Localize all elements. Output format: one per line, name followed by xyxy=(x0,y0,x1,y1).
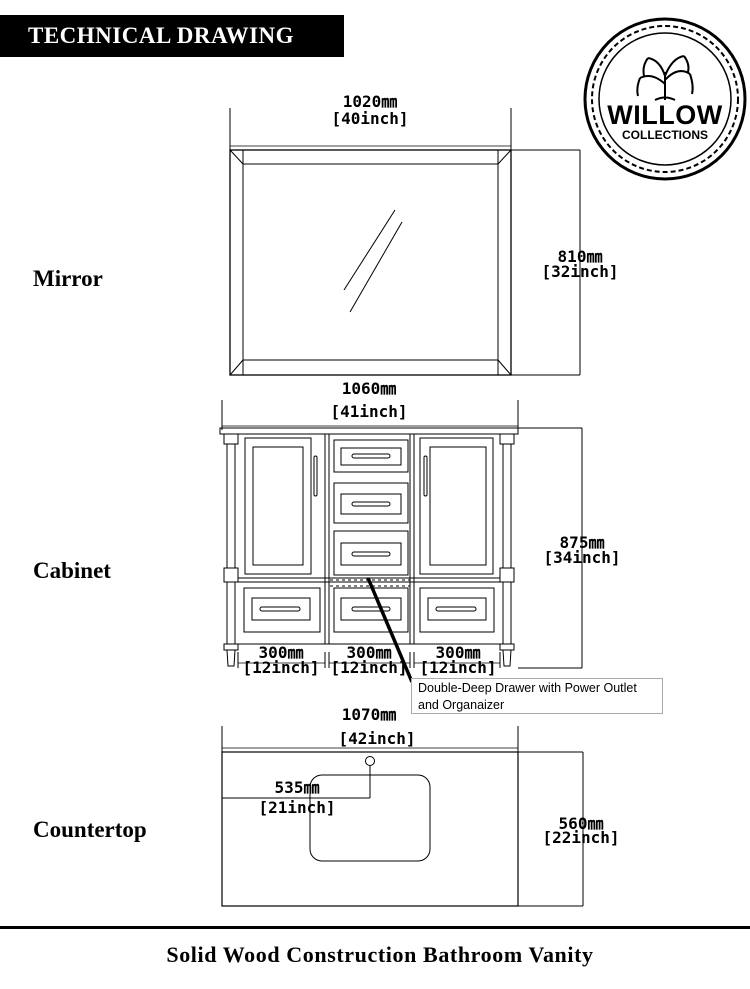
cabinet-mid-mm: 300㎜ xyxy=(347,643,392,662)
footer-rule xyxy=(0,926,750,929)
cabinet-height-in: [34inch] xyxy=(543,548,620,567)
section-label-mirror: Mirror xyxy=(33,266,103,291)
sink-offset-in: [21inch] xyxy=(258,798,335,817)
cabinet-left-mm: 300㎜ xyxy=(259,643,304,662)
callout-box: Double-Deep Drawer with Power Outlet and… xyxy=(411,678,663,714)
counter-width-mm: 1070㎜ xyxy=(342,705,397,724)
callout-line-2: and Organaizer xyxy=(418,698,505,712)
mirror-drawing xyxy=(229,108,581,376)
counter-depth-mm: 560㎜ xyxy=(559,814,604,833)
mirror-width-mm: 1020㎜ xyxy=(343,92,398,111)
callout-line-1: Double-Deep Drawer with Power Outlet xyxy=(418,681,637,695)
sink-offset-mm: 535㎜ xyxy=(275,778,320,797)
cabinet-width-mm: 1060㎜ xyxy=(342,379,397,398)
section-label-countertop: Countertop xyxy=(33,817,147,842)
header-title: TECHNICAL DRAWING xyxy=(28,23,295,48)
callout-pointer xyxy=(366,577,414,683)
cabinet-mid-in: [12inch] xyxy=(330,658,407,677)
logo-sub: COLLECTIONS xyxy=(622,128,708,142)
mirror-height-mm: 810㎜ xyxy=(558,247,603,266)
header-bar: TECHNICAL DRAWING xyxy=(0,15,344,57)
mirror-width-in: [40inch] xyxy=(331,109,408,128)
counter-width-in: [42inch] xyxy=(338,729,415,748)
mirror-height-in: [32inch] xyxy=(541,262,618,281)
logo-brand: WILLOW xyxy=(607,100,722,130)
counter-depth-in: [22inch] xyxy=(542,828,619,847)
cabinet-drawing xyxy=(219,400,583,669)
cabinet-width-in: [41inch] xyxy=(330,402,407,421)
cabinet-left-in: [12inch] xyxy=(242,658,319,677)
cabinet-right-mm: 300㎜ xyxy=(436,643,481,662)
section-label-cabinet: Cabinet xyxy=(33,558,111,583)
cabinet-height-mm: 875㎜ xyxy=(560,533,605,552)
willow-logo: WILLOW COLLECTIONS xyxy=(583,17,747,181)
footer-title: Solid Wood Construction Bathroom Vanity xyxy=(166,942,594,967)
cabinet-right-in: [12inch] xyxy=(419,658,496,677)
countertop-drawing xyxy=(221,726,584,907)
tree-icon xyxy=(636,55,694,101)
